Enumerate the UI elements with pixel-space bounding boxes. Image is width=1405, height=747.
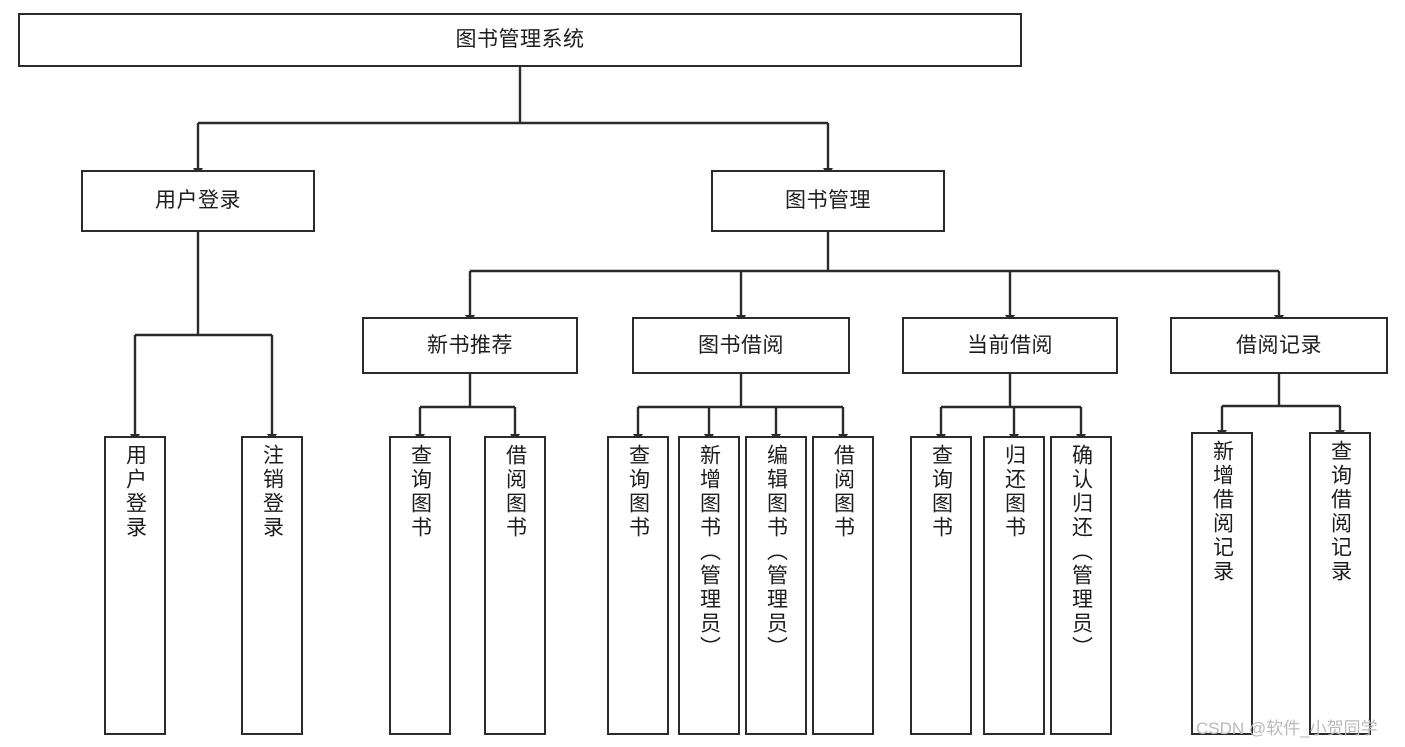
node-current[interactable]: 当前借阅 [902,317,1118,374]
node-newbook[interactable]: 新书推荐 [362,317,578,374]
node-label: 查询图书 [929,444,953,540]
node-label: 借阅图书 [831,444,855,540]
node-label: 图书管理 [785,189,871,213]
node-label: 图书管理系统 [455,28,585,52]
node-leaf-bor-3[interactable]: 编辑图书（管理员） [745,436,807,735]
node-label: 归还图书 [1002,444,1026,540]
node-label: 查询图书 [408,444,432,540]
node-label: 当前借阅 [967,333,1053,357]
node-leaf-bor-4[interactable]: 借阅图书 [812,436,874,735]
node-label: 查询借阅记录 [1328,440,1352,584]
node-leaf-login-2[interactable]: 注销登录 [241,436,303,735]
node-leaf-bor-1[interactable]: 查询图书 [607,436,669,735]
node-label: 图书借阅 [698,333,784,357]
node-leaf-cur-3[interactable]: 确认归还（管理员） [1050,436,1112,735]
node-label: 编辑图书（管理员） [764,444,788,660]
node-label: 用户登录 [155,189,241,213]
node-label: 新增图书（管理员） [697,444,721,660]
node-label: 用户登录 [123,444,147,540]
csdn-watermark: CSDN @软件_小贺同学 [1196,719,1378,738]
node-label: 借阅图书 [503,444,527,540]
node-label: 新书推荐 [427,333,513,357]
node-label: 查询图书 [626,444,650,540]
node-leaf-new-1[interactable]: 查询图书 [389,436,451,735]
node-label: 新增借阅记录 [1210,440,1234,584]
node-leaf-bor-2[interactable]: 新增图书（管理员） [678,436,740,735]
node-label: 借阅记录 [1236,333,1322,357]
node-borrow[interactable]: 图书借阅 [632,317,850,374]
node-root[interactable]: 图书管理系统 [18,13,1022,67]
node-label: 注销登录 [260,444,284,540]
node-leaf-rec-1[interactable]: 新增借阅记录 [1191,432,1253,735]
node-leaf-cur-1[interactable]: 查询图书 [910,436,972,735]
node-leaf-new-2[interactable]: 借阅图书 [484,436,546,735]
node-leaf-login-1[interactable]: 用户登录 [104,436,166,735]
node-login[interactable]: 用户登录 [81,170,315,232]
node-records[interactable]: 借阅记录 [1170,317,1388,374]
node-label: 确认归还（管理员） [1069,444,1093,660]
node-leaf-cur-2[interactable]: 归还图书 [983,436,1045,735]
node-bookmgmt[interactable]: 图书管理 [711,170,945,232]
node-leaf-rec-2[interactable]: 查询借阅记录 [1309,432,1371,735]
